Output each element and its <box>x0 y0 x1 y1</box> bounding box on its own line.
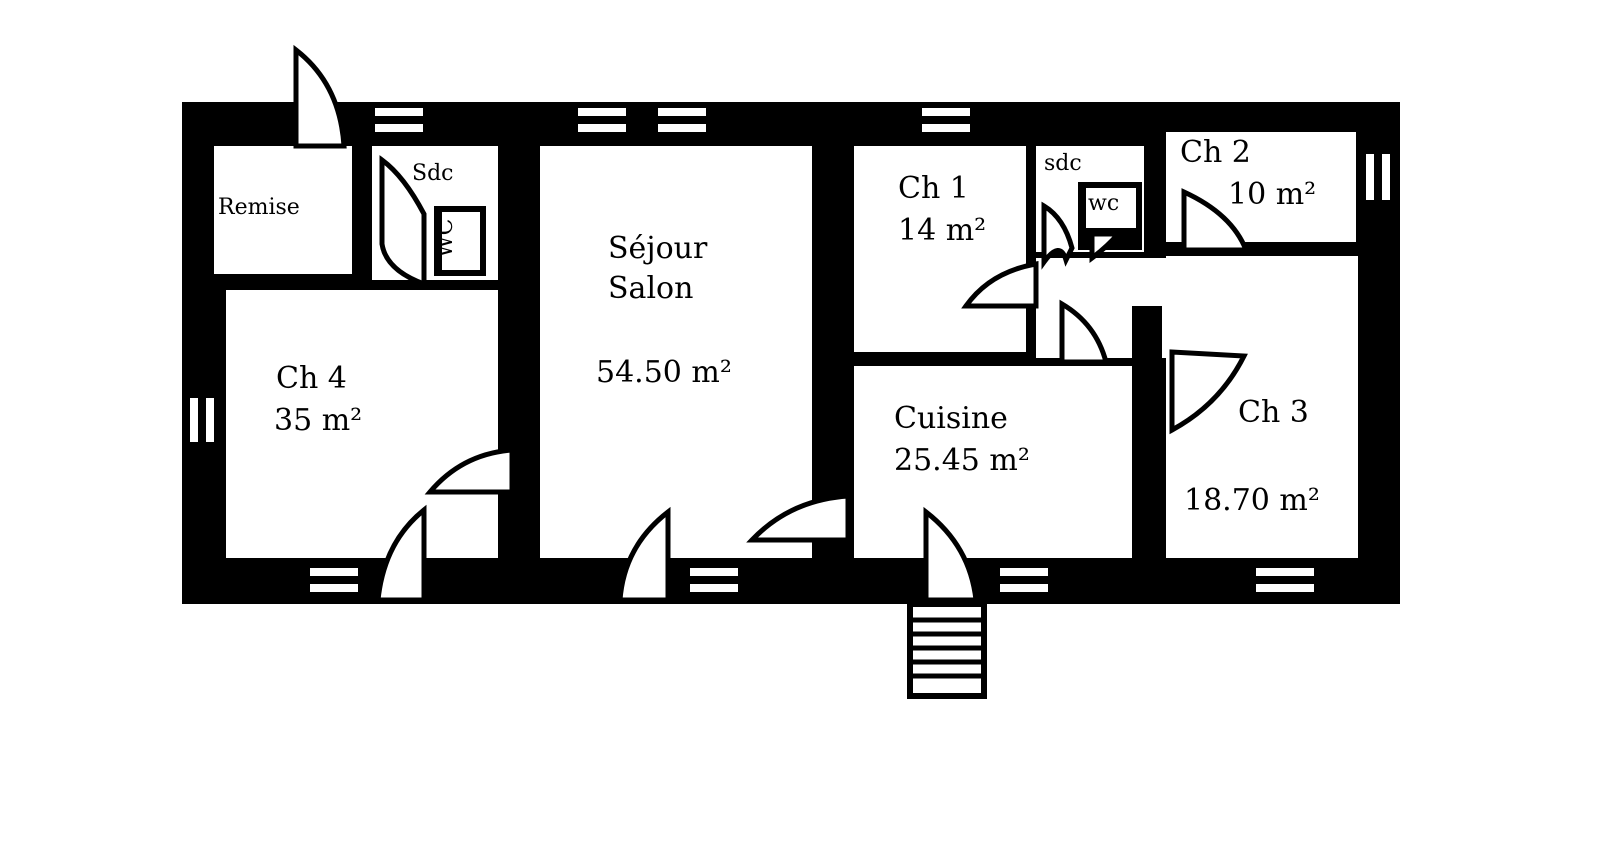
label-cuisine-name: Cuisine <box>894 401 1008 436</box>
door-cuisine-hall <box>1059 299 1110 365</box>
room-ch1 <box>854 146 1026 352</box>
window-left <box>190 398 214 442</box>
room-remise <box>214 146 352 274</box>
wc-right-inner <box>1086 188 1136 228</box>
window-bottom-1 <box>310 568 358 592</box>
label-sdc-right: sdc <box>1044 151 1082 176</box>
label-ch1-area: 14 m² <box>898 213 986 248</box>
label-ch4-area: 35 m² <box>274 403 362 438</box>
label-ch2-area: 10 m² <box>1228 177 1316 212</box>
entrance-steps <box>907 601 987 699</box>
window-top-3 <box>658 108 706 132</box>
door-entrance-top <box>293 44 347 149</box>
label-ch4-name: Ch 4 <box>276 361 347 396</box>
label-wc-left: WC <box>433 219 458 258</box>
room-sejour <box>540 146 812 558</box>
label-cuisine-area: 25.45 m² <box>894 443 1030 478</box>
window-top-4 <box>922 108 970 132</box>
window-right <box>1366 154 1390 200</box>
label-ch3-area: 18.70 m² <box>1184 483 1320 518</box>
wc-left-inner <box>442 212 480 270</box>
window-top-1 <box>375 108 423 132</box>
door-ch4-sejour <box>424 447 515 495</box>
door-sdc-right <box>1041 201 1075 270</box>
label-remise: Remise <box>218 195 300 220</box>
sejour-wall-stub <box>498 494 538 558</box>
room-ch4 <box>226 290 498 558</box>
window-bottom-2 <box>690 568 738 592</box>
door-cuisine-bottom <box>923 506 979 603</box>
label-sejour-area: 54.50 m² <box>596 355 732 390</box>
label-sejour: Séjour <box>608 231 708 266</box>
window-top-2 <box>578 108 626 132</box>
door-wc-right <box>1089 231 1124 264</box>
hall-pillar <box>1132 306 1162 558</box>
room-cuisine <box>854 366 1132 558</box>
label-ch1-name: Ch 1 <box>898 171 969 206</box>
label-salon: Salon <box>608 271 693 306</box>
door-ch4-bottom <box>375 504 427 603</box>
door-ch1 <box>961 261 1039 309</box>
label-sdc-left: Sdc <box>412 161 453 186</box>
label-ch2-name: Ch 2 <box>1180 135 1251 170</box>
door-sejour-cuisine <box>746 493 851 543</box>
door-sdc-left <box>379 155 427 288</box>
door-ch3 <box>1169 349 1248 435</box>
label-wc-right: wc <box>1088 191 1119 216</box>
window-bottom-3 <box>1000 568 1048 592</box>
label-ch3-name: Ch 3 <box>1238 395 1309 430</box>
door-ch2 <box>1181 188 1250 253</box>
window-bottom-4 <box>1256 568 1314 592</box>
door-sejour-bottom <box>617 506 671 603</box>
